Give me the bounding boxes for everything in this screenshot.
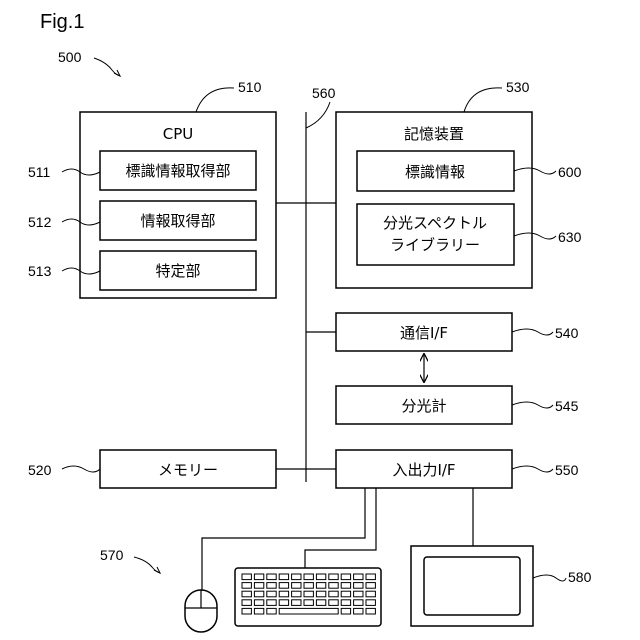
comm-if-label: 通信I/F xyxy=(400,324,448,342)
ref-info-acq: 512 xyxy=(28,214,52,230)
ref-comm: 540 xyxy=(555,325,579,341)
ref-memory: 520 xyxy=(28,462,52,478)
ref-system-leader xyxy=(94,58,120,76)
ref-input-group: 570 xyxy=(100,547,124,563)
ref-spectral-lib: 630 xyxy=(558,229,582,245)
keyboard-icon xyxy=(235,568,381,626)
ref-tag-acq: 511 xyxy=(28,164,51,180)
ref-spectrometer: 545 xyxy=(555,398,579,414)
ref-system: 500 xyxy=(58,49,82,65)
spectral-library-label-line1: 分光スペクトル xyxy=(383,214,487,232)
ref-display-leader xyxy=(533,575,566,581)
display-icon xyxy=(411,546,533,626)
mouse-icon xyxy=(185,590,217,632)
spectrometer-label: 分光計 xyxy=(401,397,446,415)
ref-storage-leader xyxy=(464,88,502,112)
spectral-library-label-line2: ライブラリー xyxy=(390,236,480,254)
cpu-label: CPU xyxy=(163,125,194,143)
identification-label: 特定部 xyxy=(155,262,200,280)
ref-storage: 530 xyxy=(506,79,530,95)
storage-label: 記憶装置 xyxy=(404,125,464,143)
tag-info-label: 標識情報 xyxy=(405,163,465,181)
ref-bus-leader xyxy=(306,102,330,128)
ref-tag-info: 600 xyxy=(558,164,582,180)
ref-cpu-leader xyxy=(196,88,234,112)
io-if-label: 入出力I/F xyxy=(392,461,455,479)
ref-memory-leader xyxy=(62,466,100,472)
info-acquisition-label: 情報取得部 xyxy=(140,212,215,230)
ref-cpu: 510 xyxy=(238,79,262,95)
ref-bus: 560 xyxy=(312,85,336,101)
ref-comm-leader xyxy=(512,329,553,335)
tag-info-acquisition-label: 標識情報取得部 xyxy=(125,162,230,180)
ref-display: 580 xyxy=(568,569,592,585)
memory-label: メモリー xyxy=(158,461,218,479)
ref-io: 550 xyxy=(555,462,579,478)
ref-spectrometer-leader xyxy=(512,402,553,408)
ref-identify: 513 xyxy=(28,263,52,279)
figure-label: Fig.1 xyxy=(40,11,84,33)
ref-io-leader xyxy=(512,466,553,472)
